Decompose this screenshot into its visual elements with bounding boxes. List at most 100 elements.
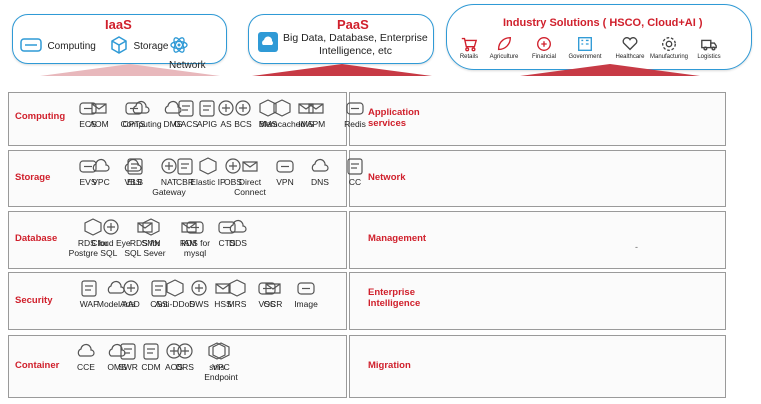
- computing-item-ecs: ECS: [59, 98, 117, 130]
- storage-item-obs: OBS: [204, 156, 262, 188]
- network-item-elb: ELB: [106, 156, 164, 188]
- service-icon: [84, 218, 102, 236]
- migration-item-drs: DRS: [156, 341, 214, 373]
- service-icon: [77, 343, 95, 357]
- service-label: VPN: [276, 177, 294, 187]
- enterprise-item-modelarts: ModelArts: [87, 278, 145, 310]
- service-icon: [273, 99, 291, 117]
- management-item-iam: IAM: [160, 217, 218, 249]
- service-icon: [228, 279, 246, 297]
- container-item-swr: SWR: [99, 341, 157, 373]
- service-icon: [218, 100, 234, 116]
- service-label: EVS: [79, 177, 97, 187]
- enterprise-item-dws: DWS: [170, 278, 228, 310]
- industry-label: Manufacturing: [649, 54, 689, 60]
- industry-government: Government: [563, 35, 607, 60]
- security-item-waf: WAF: [60, 278, 118, 310]
- service-icon: [92, 158, 110, 172]
- service-icon: [311, 158, 329, 172]
- management-item-cts: CTS: [198, 217, 256, 249]
- gear-icon: [662, 37, 676, 51]
- appservices-item-redis: Redis: [326, 98, 384, 130]
- service-label: Anti-DDoS: [154, 299, 196, 309]
- service-label: DMS: [163, 119, 183, 129]
- service-icon: [199, 157, 217, 175]
- service-icon: [142, 218, 160, 236]
- service-icon: [166, 279, 184, 297]
- service-label: CBR: [176, 177, 194, 187]
- service-label: MRS: [227, 299, 247, 309]
- service-label: Elastic IP: [190, 177, 226, 187]
- service-label: DRS: [176, 362, 194, 372]
- service-icon: [308, 103, 324, 114]
- cart-icon: [461, 37, 478, 52]
- paas-line1: Big Data, Database, Enterprise: [283, 32, 428, 44]
- service-label: OMS: [107, 362, 127, 372]
- service-label: DNS: [311, 177, 329, 187]
- service-icon: [235, 100, 251, 116]
- industry-label: Healthcare: [615, 54, 645, 60]
- service-label: AOS: [165, 362, 183, 372]
- service-label: sms: [209, 362, 225, 372]
- storage-item-evs: EVS: [59, 156, 117, 188]
- server-icon: [20, 38, 42, 52]
- row-computing-label: Computing: [15, 111, 66, 122]
- security-item-vss: VSS: [238, 278, 296, 310]
- computing-item-bms: BMS: [239, 98, 297, 130]
- industry-label: Logistics: [697, 54, 721, 60]
- service-label: WAF: [79, 299, 99, 309]
- storage-item-cbr: CBR: [156, 156, 214, 188]
- service-icon: [125, 102, 143, 115]
- service-label: AS: [220, 119, 232, 129]
- industry-retails: Retails: [447, 35, 491, 60]
- service-icon: [81, 280, 97, 297]
- service-label: CC: [348, 177, 362, 187]
- service-label: CSS: [150, 299, 168, 309]
- enterprise-item-mrs: MRS: [208, 278, 266, 310]
- paas-cloud: PaaS Big Data, Database, Enterprise Inte…: [248, 14, 434, 64]
- appservices-item-bcs: BCS: [214, 98, 272, 130]
- leaf-icon: [497, 37, 511, 51]
- service-label: CCE: [77, 362, 95, 372]
- management-item-cloud-eye: Cloud Eye: [82, 217, 140, 249]
- network-item-vpc: VPC: [72, 156, 130, 188]
- service-label: VSS: [258, 299, 276, 309]
- service-icon: [208, 342, 226, 360]
- industry-label: Financial: [531, 54, 556, 60]
- paas-line2: Intelligence, etc: [319, 45, 392, 57]
- service-label: HSS: [214, 299, 232, 309]
- migration-item-cdm: CDM: [122, 341, 180, 373]
- service-icon: [218, 221, 236, 234]
- row-container-label: Container: [15, 360, 60, 371]
- service-icon: [151, 280, 167, 297]
- service-label: DDS: [229, 238, 247, 248]
- network-item-vpn: VPN: [256, 156, 314, 188]
- service-icon: [124, 158, 142, 172]
- appservices-item-cpts: CPTS: [105, 98, 163, 130]
- service-icon: [265, 283, 281, 294]
- service-icon: [181, 222, 197, 233]
- paas-title: PaaS: [337, 17, 369, 32]
- service-icon: [79, 102, 97, 115]
- appservices-item-memcached: Memcached: [253, 98, 311, 130]
- service-icon: [297, 282, 315, 295]
- management-item-smn: SMN: [122, 217, 180, 249]
- service-icon: [186, 221, 204, 234]
- row-security-label: Security: [15, 295, 53, 306]
- appservices-item-apm: APM: [287, 98, 345, 130]
- appservices-item-apig: APIG: [178, 98, 236, 130]
- service-label: GACS: [173, 119, 199, 129]
- service-label: Memcached: [258, 119, 306, 129]
